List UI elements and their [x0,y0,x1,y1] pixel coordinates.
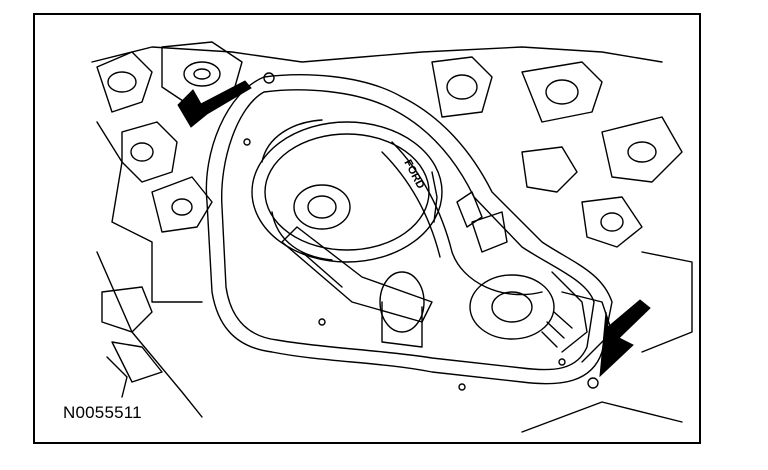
upper-left-bolt-hole [263,72,275,84]
engine-timing-cover-drawing: FORD [91,41,693,433]
illustration-frame: FORD N0055511 [33,13,701,444]
lower-right-bolt-hole [587,377,599,389]
sprocket-stamp: FORD [401,158,426,191]
timing-cover [205,74,613,385]
upper-left-arrow [177,80,252,128]
lower-right-arrow [599,299,651,378]
upper-left-components [96,41,243,398]
chain-tensioner [281,191,508,348]
upper-right-components [431,56,683,248]
figure-id-label: N0055511 [63,403,142,422]
timing-chain [381,141,588,353]
